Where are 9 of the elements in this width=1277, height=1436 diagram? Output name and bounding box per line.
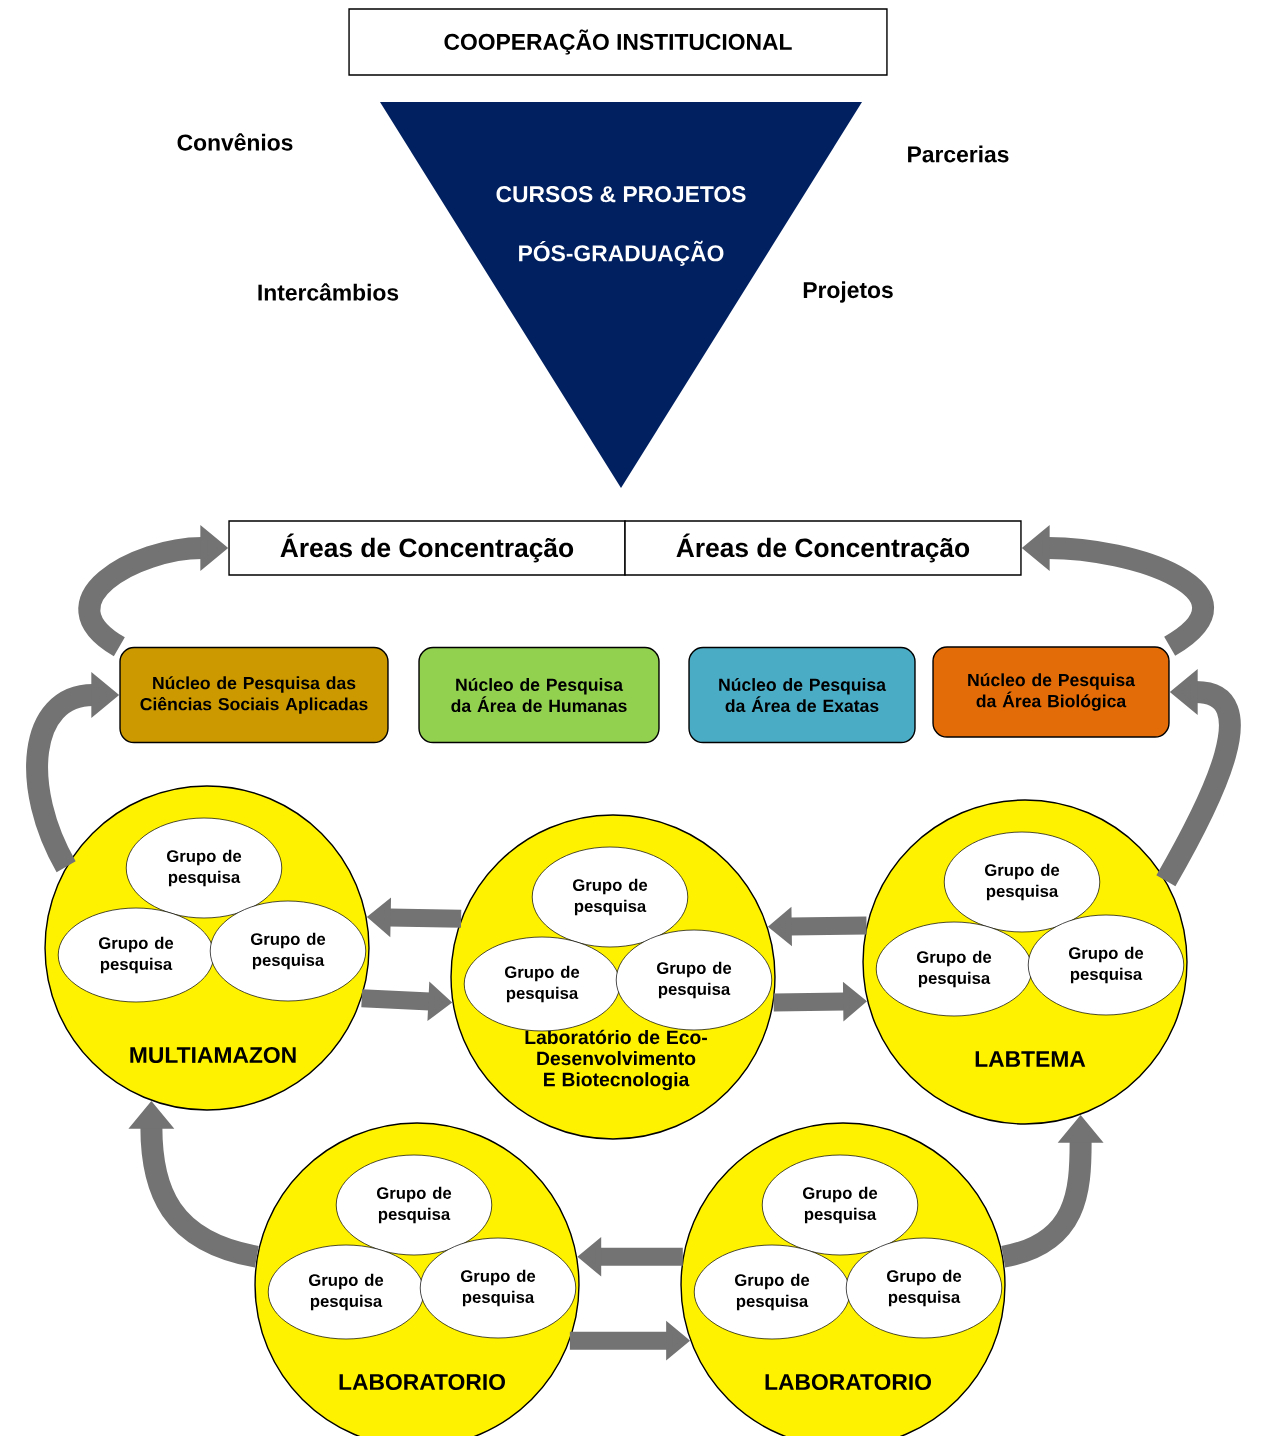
nucleus-box: Núcleo de Pesquisa da Área de Exatas: [688, 646, 916, 744]
nucleus-box: Núcleo de Pesquisa da Área Biológica: [932, 646, 1170, 738]
nucleus-box: Núcleo de Pesquisa da Área de Humanas: [418, 646, 660, 744]
title-box: COOPERAÇÃO INSTITUCIONAL: [348, 8, 888, 76]
label-text: Parcerias: [908, 145, 1009, 163]
label-text: Convênios: [177, 133, 293, 151]
title-box: Áreas de Concentração: [228, 520, 626, 576]
nucleus-box: Núcleo de Pesquisa das Ciências Sociais Aplicadas: [119, 646, 389, 744]
title-box: Áreas de Concentração: [624, 520, 1022, 576]
